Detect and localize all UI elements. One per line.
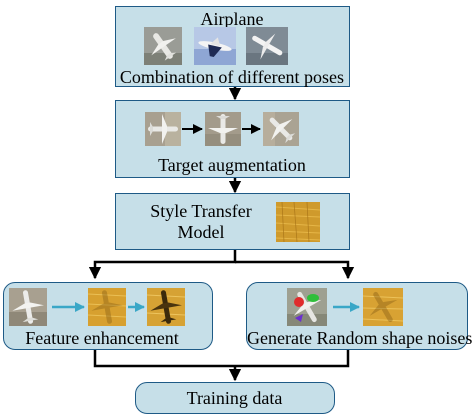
merge-connector bbox=[93, 350, 350, 368]
augmented-target-image-2 bbox=[205, 112, 241, 146]
feature-arrows bbox=[52, 302, 145, 312]
feature-caption: Feature enhancement bbox=[25, 328, 179, 348]
feature-enhanced-image bbox=[147, 288, 185, 326]
split-connector-right bbox=[235, 260, 355, 280]
style-transfer-model-box: Style Transfer Model bbox=[115, 193, 350, 250]
split-connector bbox=[88, 250, 237, 280]
augmentation-arrows bbox=[182, 124, 261, 134]
style-transfer-label-line2: Model bbox=[177, 222, 225, 242]
random-noise-box: Generate Random shape noises bbox=[246, 282, 473, 350]
noise-texture-image bbox=[363, 288, 403, 326]
feature-enhancement-box: Feature enhancement bbox=[3, 282, 213, 350]
style-texture-image bbox=[276, 202, 320, 242]
noise-arrows bbox=[333, 302, 360, 312]
airplane-pose-image-2 bbox=[194, 27, 236, 65]
airplane-pose-image-3 bbox=[246, 27, 288, 65]
noise-caption: Generate Random shape noises bbox=[247, 328, 473, 348]
augmentation-caption: Target augmentation bbox=[158, 155, 306, 175]
airplane-title: Airplane bbox=[200, 9, 264, 29]
style-transfer-label-line1: Style Transfer bbox=[150, 201, 252, 221]
feature-texture-image bbox=[88, 288, 126, 326]
airplane-caption: Combination of different poses bbox=[119, 67, 345, 87]
feature-source-image bbox=[9, 288, 47, 326]
augmented-target-image-3 bbox=[263, 112, 299, 146]
training-data-box: Training data bbox=[135, 382, 335, 414]
target-augmentation-box: Target augmentation bbox=[115, 100, 350, 178]
noise-shape-image bbox=[287, 288, 327, 326]
airplane-poses-box: Airplane Combination of different poses bbox=[115, 6, 350, 87]
augmented-target-image-1 bbox=[145, 112, 181, 146]
airplane-pose-image-1 bbox=[144, 27, 182, 65]
training-caption: Training data bbox=[186, 388, 283, 408]
